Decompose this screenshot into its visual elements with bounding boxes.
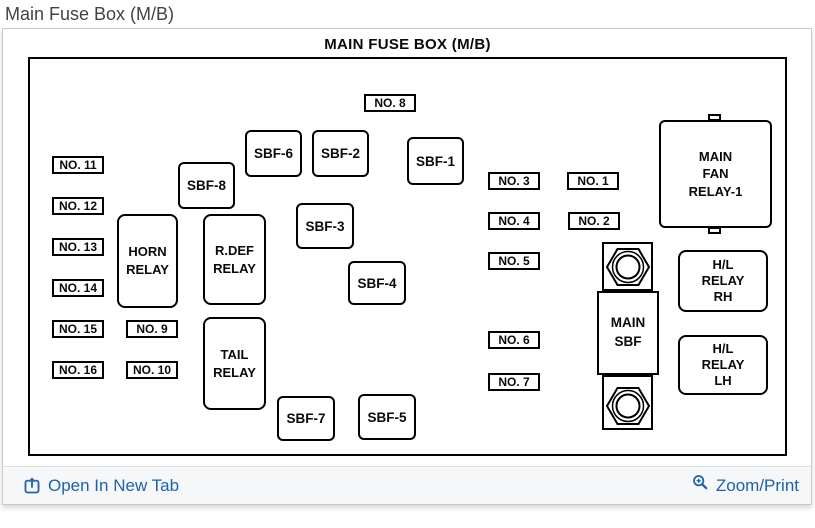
fuse-label-no16: NO. 16 — [52, 361, 104, 379]
zoom-print-link[interactable]: Zoom/Print — [692, 474, 799, 497]
hl-relay-lh-box: H/L RELAY LH — [678, 335, 768, 395]
tail-relay-box: TAIL RELAY — [203, 317, 266, 410]
sbf-7-box: SBF-7 — [277, 396, 335, 441]
sbf-4-box: SBF-4 — [348, 261, 406, 305]
fuse-label-no3: NO. 3 — [488, 172, 540, 190]
fuse-box-diagram: MAIN FUSE BOX (M/B) NO. 11 NO. 12 NO. 13… — [3, 29, 811, 466]
viewer-panel: MAIN FUSE BOX (M/B) NO. 11 NO. 12 NO. 13… — [2, 28, 812, 505]
open-in-new-tab-label: Open In New Tab — [48, 475, 180, 495]
page-title: Main Fuse Box (M/B) — [5, 4, 175, 24]
main-fan-relay-bottom-tab — [708, 227, 721, 234]
horn-relay-box: HORN RELAY — [117, 214, 178, 308]
zoom-magnifier-icon — [693, 475, 708, 490]
sbf-1-box: SBF-1 — [407, 137, 464, 185]
fuse-label-no7: NO. 7 — [488, 373, 540, 391]
fuse-label-no15: NO. 15 — [52, 320, 104, 338]
main-sbf-bottom-terminal — [602, 375, 653, 430]
zoom-print-label: Zoom/Print — [715, 475, 799, 495]
viewer-footer: Open In New Tab Zoom/Print — [3, 466, 811, 504]
sbf-5-box: SBF-5 — [358, 394, 416, 440]
fuse-label-no9: NO. 9 — [126, 320, 178, 338]
open-in-new-tab-icon — [24, 477, 40, 493]
main-sbf-top-terminal — [602, 242, 653, 291]
fuse-label-no1: NO. 1 — [567, 172, 619, 190]
sbf-2-box: SBF-2 — [312, 130, 369, 177]
fuse-label-no14: NO. 14 — [52, 279, 104, 297]
sbf-3-box: SBF-3 — [296, 203, 354, 249]
fuse-label-no6: NO. 6 — [488, 331, 540, 349]
sbf-6-box: SBF-6 — [245, 130, 302, 177]
rdef-relay-box: R.DEF RELAY — [203, 214, 266, 305]
diagram-title: MAIN FUSE BOX (M/B) — [324, 36, 491, 53]
hl-relay-rh-box: H/L RELAY RH — [678, 250, 768, 312]
fuse-label-no11: NO. 11 — [52, 156, 104, 174]
bolt-icon — [605, 247, 650, 286]
fuse-label-no12: NO. 12 — [52, 197, 104, 215]
fuse-label-no8: NO. 8 — [364, 94, 416, 112]
sbf-8-box: SBF-8 — [178, 162, 235, 209]
main-fan-relay-1-box: MAIN FAN RELAY-1 — [659, 120, 772, 228]
fuse-label-no5: NO. 5 — [488, 252, 540, 270]
fuse-label-no4: NO. 4 — [488, 212, 540, 230]
main-sbf-box: MAIN SBF — [597, 291, 659, 375]
open-in-new-tab-link[interactable]: Open In New Tab — [23, 476, 179, 496]
fuse-label-no2: NO. 2 — [568, 212, 620, 230]
fuse-label-no10: NO. 10 — [126, 361, 178, 379]
fuse-label-no13: NO. 13 — [52, 238, 104, 256]
bolt-icon — [605, 387, 650, 425]
